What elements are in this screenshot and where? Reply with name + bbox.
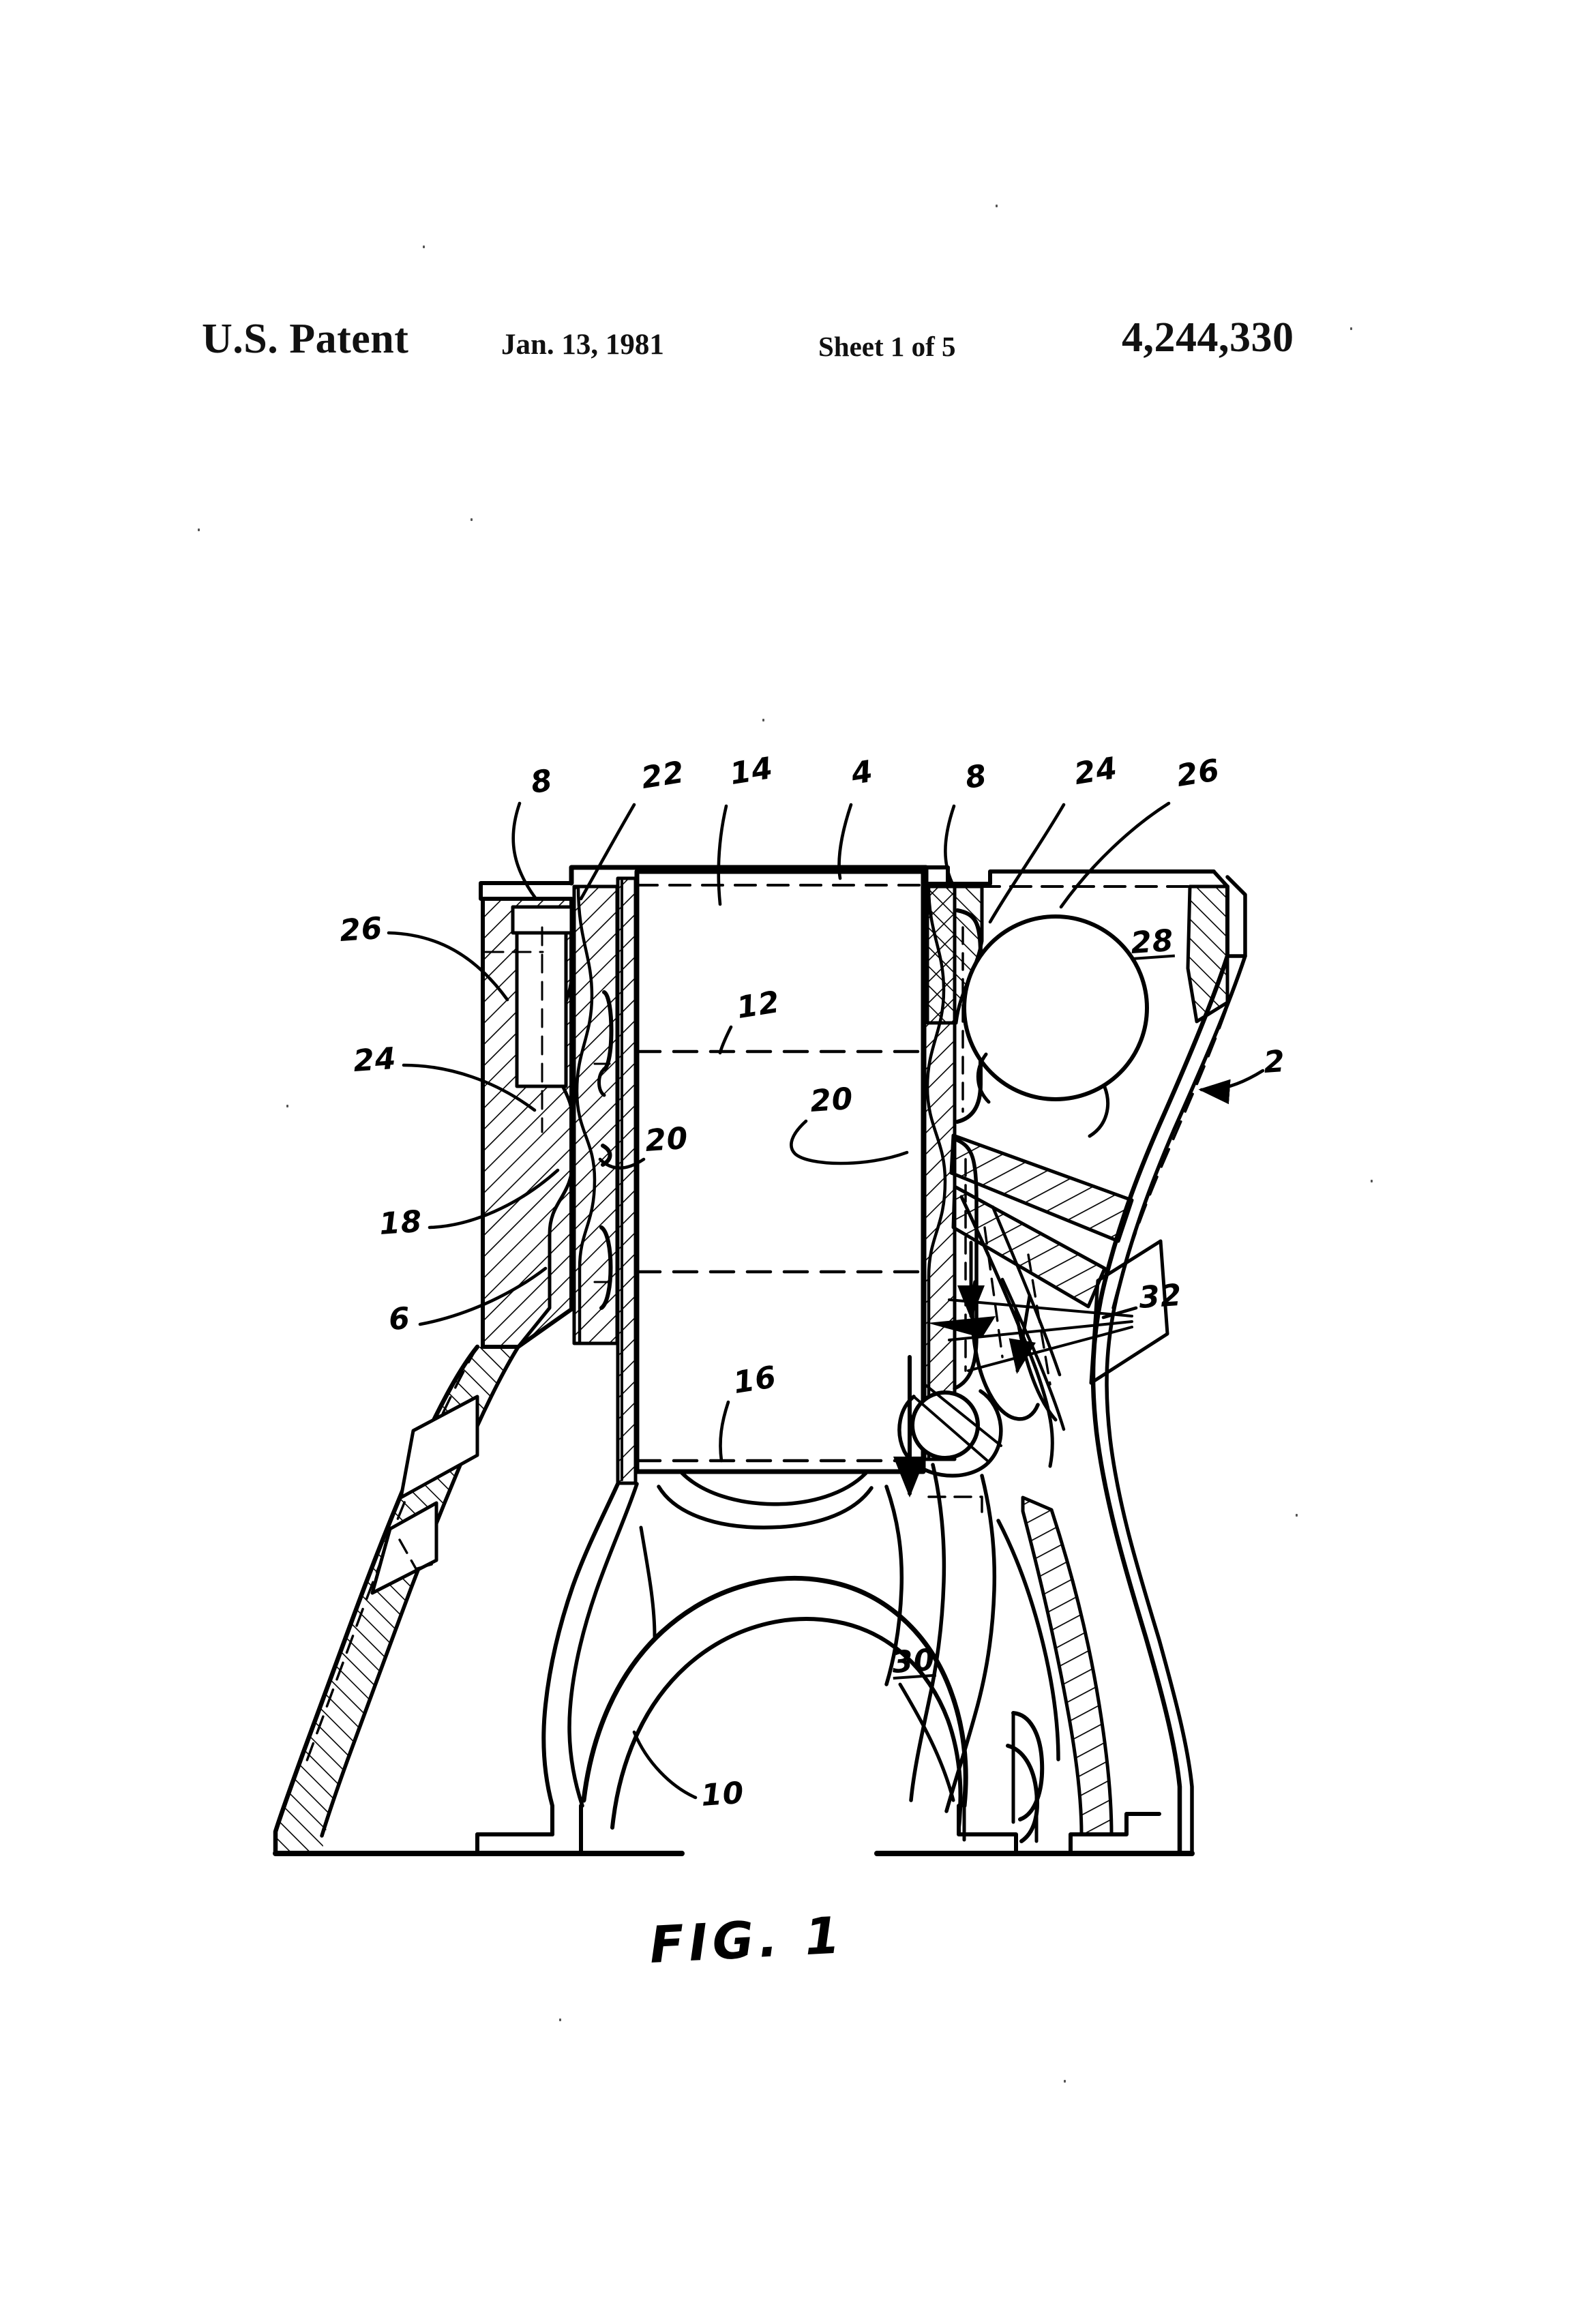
patent-date: Jan. 13, 1981 xyxy=(501,329,664,361)
left-deck-hatched-section xyxy=(481,897,575,1349)
right-lower-structure xyxy=(909,1463,1114,1836)
scan-speck xyxy=(762,719,764,721)
ref-label-28: 28 xyxy=(1129,923,1176,961)
scan-speck xyxy=(286,1105,288,1107)
ref-label-26-left: 26 xyxy=(338,910,385,949)
patent-header: U.S. Patent Jan. 13, 1981 Sheet 1 of 5 4… xyxy=(0,161,1582,362)
ref-label-10: 10 xyxy=(700,1775,746,1813)
lower-coolant-bore xyxy=(893,1355,1003,1498)
scan-speck xyxy=(198,528,200,531)
sheet-number: Sheet 1 of 5 xyxy=(818,331,956,362)
scan-speck xyxy=(423,245,425,248)
scan-speck xyxy=(1350,327,1352,330)
ref-label-2: 2 xyxy=(1262,1043,1287,1080)
ref-label-6: 6 xyxy=(387,1300,412,1337)
patent-office-title: U.S. Patent xyxy=(202,316,409,362)
ref-label-12: 12 xyxy=(734,984,783,1026)
ref-label-26-top: 26 xyxy=(1174,752,1223,794)
scan-speck xyxy=(996,205,998,207)
cylinder-liner xyxy=(634,869,926,1506)
top-deck-flange xyxy=(479,865,1247,958)
scan-speck xyxy=(1064,2080,1066,2083)
left-liner-seat-band xyxy=(572,884,619,1345)
ref-label-22: 22 xyxy=(639,754,687,796)
scan-speck xyxy=(1296,1514,1298,1517)
block-interior-webbing xyxy=(273,1482,1195,1856)
reference-leader-lines xyxy=(387,801,1265,1800)
ref-label-20-right: 20 xyxy=(809,1081,855,1119)
water-jacket-bore xyxy=(962,914,1149,1138)
right-liner-seat-column xyxy=(923,884,983,1461)
block-left-skirt xyxy=(273,1344,520,1856)
ref-label-24-top: 24 xyxy=(1072,750,1120,792)
left-sleeve-wall xyxy=(593,876,638,1485)
leader-fan-32 xyxy=(927,1298,1133,1372)
ref-label-24-left: 24 xyxy=(352,1041,398,1079)
ref-label-30: 30 xyxy=(891,1642,937,1680)
scan-speck xyxy=(559,2018,561,2021)
ref-label-16: 16 xyxy=(731,1359,779,1401)
scan-speck xyxy=(1371,1180,1373,1182)
ref-label-14: 14 xyxy=(728,750,776,792)
scan-speck xyxy=(471,518,473,521)
ref-label-20-left: 20 xyxy=(644,1120,690,1159)
figure-caption: FIG. 1 xyxy=(648,1906,846,1975)
ref-label-32: 32 xyxy=(1137,1277,1184,1315)
patent-number: 4,244,330 xyxy=(1122,314,1294,361)
ref-label-18: 18 xyxy=(378,1204,424,1242)
